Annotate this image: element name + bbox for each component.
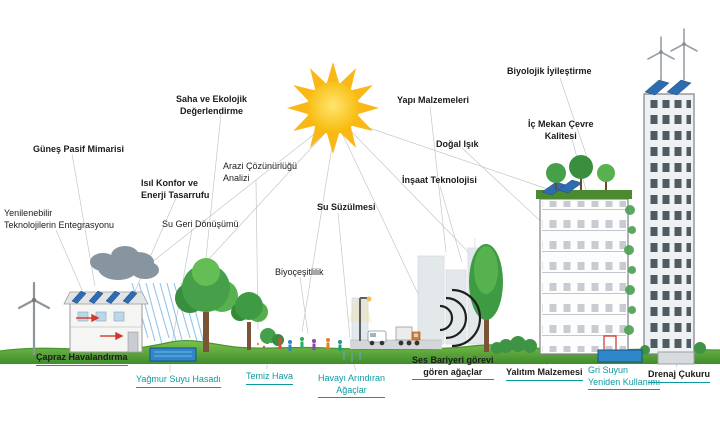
- passive-house-icon: [63, 290, 149, 353]
- sound-barrier-tree-icon: [469, 244, 503, 352]
- label-yalitim-malzemesi: Yalıtım Malzemesi: [506, 367, 583, 381]
- label-insaat-teknolojisi: İnşaat Teknolojisi: [402, 175, 477, 185]
- truck-icon: [395, 326, 421, 346]
- label-ic-mekan-cevre: İç Mekan Çevre Kalitesi: [528, 119, 594, 141]
- label-biyolojik-iyilestirme: Biyolojik İyileştirme: [507, 66, 592, 76]
- label-su-geri-donusumu: Su Geri Dönüşümü: [162, 219, 239, 229]
- medium-tree-icon: [231, 292, 268, 350]
- label-yenilenebilir-teknolojiler: Yenilenebilir Teknolojilerin Entegrasyon…: [4, 208, 115, 230]
- label-saha-ekolojik: Saha ve Ekolojik Değerlendirme: [176, 94, 248, 116]
- label-biyocesitlilik: Biyoçeşitlilik: [275, 267, 324, 277]
- rain-cloud-icon: [90, 246, 159, 280]
- street-lamp-icon: [348, 296, 372, 341]
- airflow-arrows-icon: [76, 313, 124, 341]
- label-drenaj-cukuru: Drenaj Çukuru: [648, 369, 711, 383]
- people-icons: [278, 337, 342, 351]
- water-infiltration-lines: [343, 352, 361, 362]
- label-yagmur-suyu-hasadi: Yağmur Suyu Hasadı: [136, 374, 221, 388]
- turbine-hub: [31, 297, 37, 303]
- facade-vines: [624, 205, 636, 335]
- label-su-suzulmesi: Su Süzülmesi: [317, 202, 376, 212]
- label-havayi-arindiran-agaclar: Havayı Arındıran Ağaçlar: [318, 373, 386, 399]
- hedge-icon: [491, 336, 537, 354]
- label-dogal-isik: Doğal Işık: [436, 139, 479, 149]
- label-temiz-hava: Temiz Hava: [246, 371, 294, 385]
- label-gunes-pasif-mimarisi: Güneş Pasif Mimarisi: [33, 144, 125, 154]
- rooftop-solar-panels-icon: [71, 290, 138, 304]
- road: [350, 339, 442, 349]
- greywater-tank-icon: [597, 335, 643, 363]
- rooftop-wind-turbine-icon: [647, 28, 698, 81]
- greywater-pipe-icon: [603, 335, 617, 350]
- tower-building-icon: [640, 28, 706, 355]
- label-capraz-havalandirma: Çapraz Havalandırma: [36, 352, 128, 366]
- rainwater-tank-icon: [149, 347, 197, 362]
- wind-turbine-icon: [17, 281, 51, 356]
- sun-icon: [287, 62, 379, 154]
- green-roof-building-icon: [536, 155, 636, 355]
- drainage-pit-icon: [657, 351, 695, 365]
- label-gri-suyun: Gri Suyun Yeniden Kullanımı: [588, 365, 661, 391]
- large-tree-icon: [175, 258, 238, 352]
- flowers-icon: [256, 342, 272, 349]
- sound-wave-arcs-icon: [439, 288, 482, 348]
- label-yapi-malzemeleri: Yapı Malzemeleri: [397, 95, 470, 105]
- label-arazi-cozunurlugu: Arazi Çözünürlüğü Analizi: [223, 161, 298, 183]
- label-isil-konfor: Isıl Konfor ve Enerji Tasarrufu: [141, 178, 210, 200]
- van-icon: [367, 330, 387, 346]
- label-ses-bariyeri: Ses Bariyeri görevi gören ağaçlar: [412, 355, 494, 381]
